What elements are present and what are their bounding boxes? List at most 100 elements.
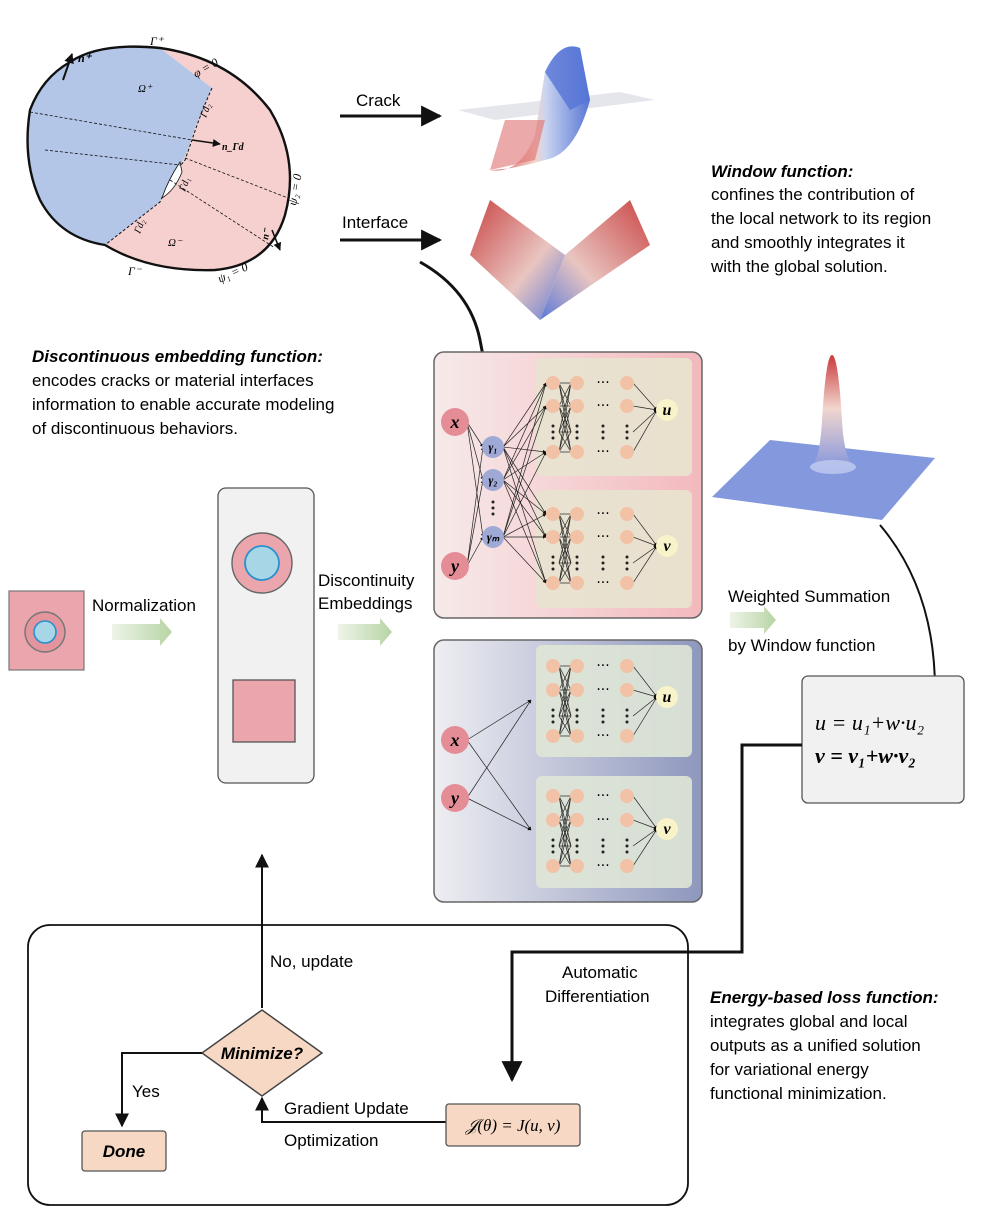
local-v-vdots-dot — [551, 567, 555, 571]
global-u-vdots-dot — [551, 714, 555, 718]
global-input-edge — [466, 797, 532, 831]
gradient-update-arrow — [255, 1096, 446, 1123]
global-u-output-node: u — [656, 686, 678, 708]
local-v-hdots: ··· — [596, 506, 609, 522]
local-v-hidden-node — [546, 576, 560, 590]
global-v-edge — [558, 795, 572, 867]
loss-line-4: functional minimization. — [710, 1084, 887, 1103]
global-u-vdots-dot — [575, 708, 579, 712]
gamma-plus-label: Γ⁺ — [149, 34, 165, 48]
done-label: Done — [103, 1142, 146, 1161]
global-u-vdots-dot — [575, 720, 579, 724]
global-v-out-edge — [632, 828, 658, 847]
gamma-subnet-edge — [502, 513, 547, 538]
yes-label: Yes — [132, 1082, 160, 1101]
domain-figure: n⁺ Γ⁺ Ω⁺ φ = 0 Γd₂ n_Γd Γd₁ ψ₂ = 0 Γd₂ Ω… — [26, 34, 304, 286]
local-u-hidden-node — [620, 445, 634, 459]
global-network-nodes: xy·········u·········v — [441, 658, 678, 874]
local-u-hdots: ··· — [596, 398, 609, 414]
crack-label: Crack — [356, 91, 401, 110]
auto-diff-label-2: Differentiation — [545, 987, 650, 1006]
local-v-vdots-dot — [575, 567, 579, 571]
global-v-vdots-dot — [625, 850, 629, 854]
global-v-vdots-dot — [625, 844, 629, 848]
gamma-vdots-dot — [491, 512, 495, 516]
global-network-edges — [466, 665, 658, 867]
global-v-hidden-node — [620, 859, 634, 873]
gamma-node-2-label: γ₂ — [488, 473, 497, 487]
local-v-hidden-node — [570, 576, 584, 590]
local-u-vdots-dot — [601, 436, 605, 440]
gradient-update-label: Gradient Update — [284, 1099, 409, 1118]
local-u-hidden-node — [620, 376, 634, 390]
local-u-vdots-dot — [551, 436, 555, 440]
local-u-vdots-dot — [551, 424, 555, 428]
local-u-vdots-dot — [551, 430, 555, 434]
local-u-out-edge — [632, 409, 658, 453]
local-u-hidden-node — [570, 376, 584, 390]
loss-line-3: for variational energy — [710, 1060, 869, 1079]
minimize-decision: Minimize? — [200, 1009, 324, 1097]
gamma-subnet-edge — [502, 451, 547, 538]
global-network-panel — [433, 639, 703, 903]
gamma-node-4: γₘ — [482, 526, 504, 548]
dashed-line-4 — [169, 179, 276, 249]
global-v-hidden-node — [546, 789, 560, 803]
normalization-arrow — [112, 618, 172, 646]
local-u-vdots-dot — [601, 424, 605, 428]
global-u-hidden-node — [570, 683, 584, 697]
local-v-out-edge — [632, 545, 658, 584]
global-u-vdots-dot — [625, 708, 629, 712]
normalized-panel — [217, 487, 315, 784]
local-v-hidden-node — [546, 530, 560, 544]
local-u-out-edge — [632, 382, 658, 411]
weighted-label-1: Weighted Summation — [728, 587, 890, 606]
global-v-hidden-node — [546, 813, 560, 827]
local-v-vdots-dot — [601, 555, 605, 559]
global-u-vdots-dot — [601, 720, 605, 724]
local-u-hidden-node — [570, 445, 584, 459]
gamma-subnet-edge — [502, 405, 547, 481]
local-v-vdots-dot — [625, 567, 629, 571]
local-v-vdots-dot — [625, 561, 629, 565]
global-u-vdots-dot — [625, 714, 629, 718]
window-to-formula-arrow — [879, 524, 942, 692]
global-u-hdots: ··· — [596, 658, 609, 674]
global-u-hidden-node — [546, 729, 560, 743]
global-input-edge — [466, 699, 532, 799]
omega-minus-label: Ω⁻ — [168, 237, 183, 249]
gamma-d2-top-label: Γd₂ — [198, 101, 214, 120]
dashed-line-2 — [44, 149, 181, 166]
embedding-line-3: of discontinuous behaviors. — [32, 419, 238, 438]
input-domain-square — [8, 590, 85, 671]
local-v-hidden-node — [620, 530, 634, 544]
global-u-vdots-dot — [625, 720, 629, 724]
global-input-y: y — [441, 784, 469, 812]
input-gamma-edge — [466, 421, 485, 538]
embedding-description: Discontinuous embedding function: encode… — [32, 347, 334, 438]
global-input-y-label: y — [449, 788, 460, 808]
global-v-edge — [558, 795, 572, 847]
loss-line-2: outputs as a unified solution — [710, 1036, 921, 1055]
local-v-hdots: ··· — [596, 575, 609, 591]
gamma-subnet-edge — [502, 451, 547, 481]
normalization-label: Normalization — [92, 596, 196, 615]
local-u-edge — [558, 382, 572, 407]
global-v-hidden-node — [570, 859, 584, 873]
global-v-vdots-dot — [625, 838, 629, 842]
local-v-vdots-dot — [551, 561, 555, 565]
gamma-subnet-edge — [502, 479, 547, 584]
global-u-edge — [558, 665, 572, 691]
gamma-node-2: γ₂ — [482, 469, 504, 491]
global-input-edge — [466, 739, 532, 831]
local-v-out-edge — [632, 545, 658, 564]
local-u-hidden-node — [570, 399, 584, 413]
global-v-vdots-dot — [551, 844, 555, 848]
weighted-summation-arrow — [730, 606, 776, 634]
local-u-output-node: u — [656, 399, 678, 421]
gamma-subnet-edge — [502, 479, 547, 515]
local-v-edge — [558, 513, 572, 564]
input-gamma-edge — [466, 536, 484, 567]
global-u-edge — [558, 665, 572, 717]
